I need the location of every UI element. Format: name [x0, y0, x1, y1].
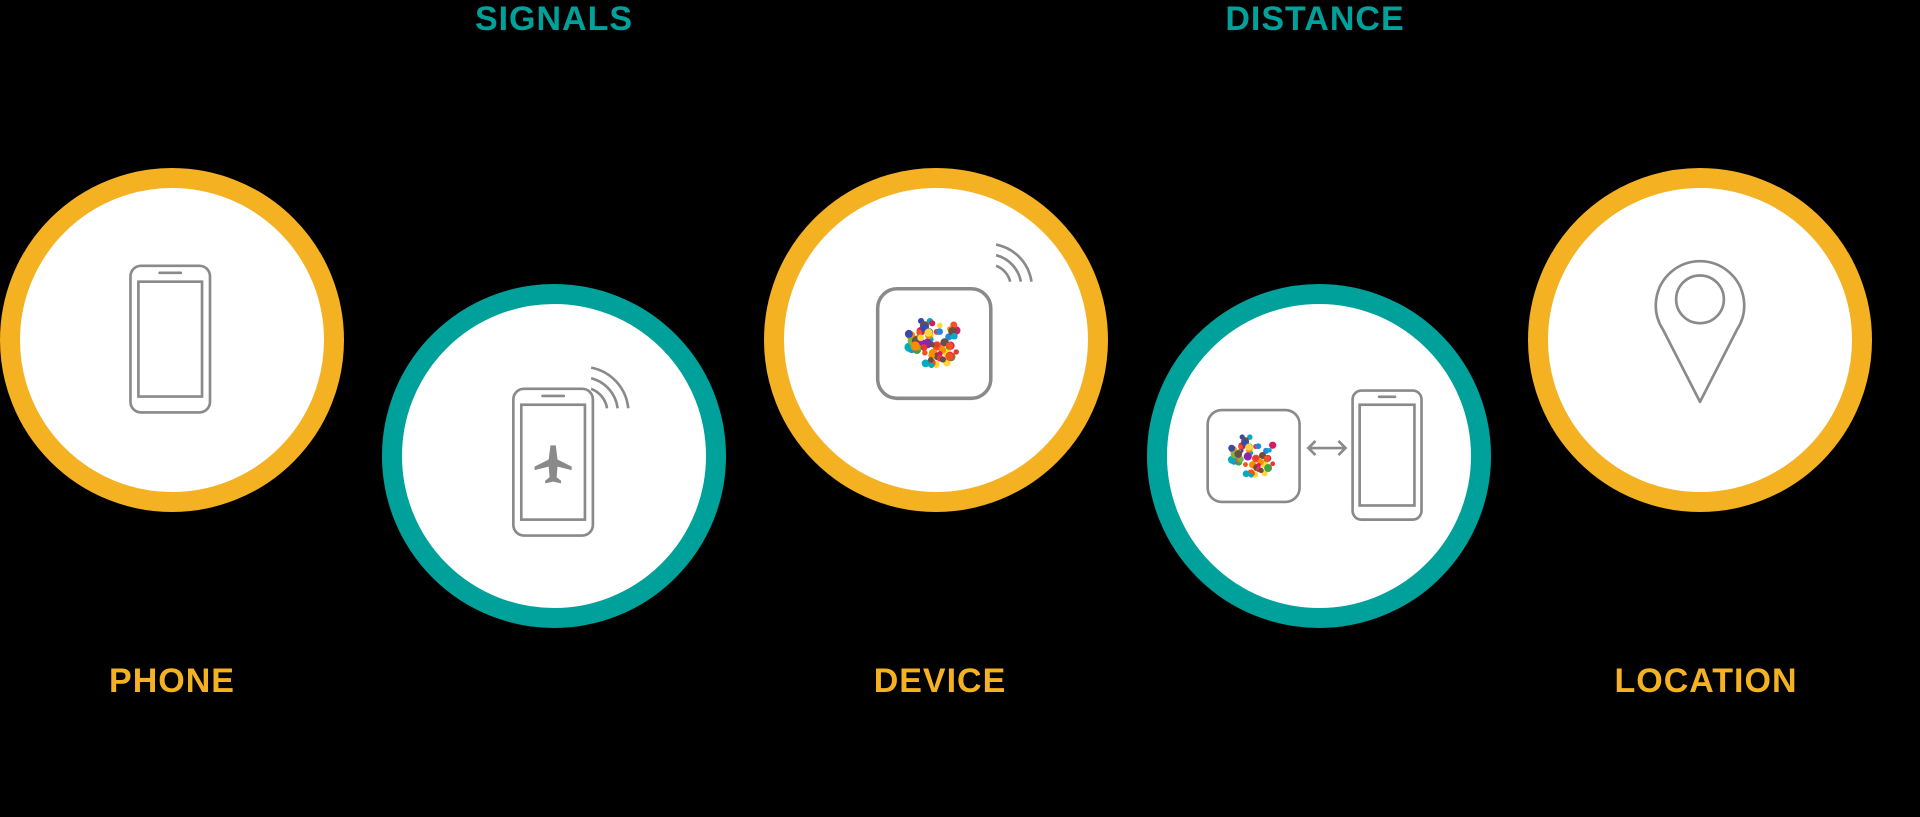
step-circle-phone — [0, 168, 344, 512]
step-label-device: DEVICE — [873, 662, 1007, 700]
logo-dot — [945, 342, 954, 350]
step-circle-device — [764, 168, 1108, 512]
logo-dot — [920, 344, 928, 352]
logo-dot — [1243, 462, 1248, 467]
logo-dot — [950, 332, 958, 340]
logo-dot — [1249, 473, 1254, 478]
logo-dot — [1264, 464, 1273, 472]
colorful-dots-logo — [904, 317, 961, 369]
step-label-phone: PHONE — [109, 662, 235, 700]
device-to-phone-distance-icon — [1206, 389, 1423, 521]
step-label-distance: DISTANCE — [1225, 0, 1405, 38]
logo-dot — [1256, 462, 1261, 468]
beacon-device-icon — [875, 243, 1033, 401]
step-circle-signals — [382, 284, 726, 628]
logo-dot — [927, 356, 934, 363]
logo-dot — [945, 352, 954, 361]
logo-dot — [936, 328, 943, 335]
logo-dot — [939, 356, 946, 363]
logo-dot — [936, 322, 943, 329]
logo-dot — [1267, 447, 1272, 453]
colorful-dots-logo — [1227, 434, 1277, 478]
logo-dot — [1253, 455, 1259, 461]
logo-dot — [1245, 443, 1253, 451]
logo-dot — [917, 334, 924, 342]
logo-dot — [1263, 455, 1270, 462]
logo-dot — [922, 350, 928, 356]
logo-dot — [1269, 441, 1277, 449]
location-pin-icon — [1654, 259, 1746, 404]
logo-dot — [928, 362, 935, 369]
step-circle-distance — [1147, 284, 1491, 628]
logo-dot — [1270, 461, 1276, 467]
logo-dot — [921, 359, 930, 368]
logo-dot — [924, 328, 933, 337]
step-circle-location — [1528, 168, 1872, 512]
logo-dot — [1247, 434, 1253, 440]
logo-dot — [950, 321, 958, 329]
logo-dot — [1228, 444, 1236, 452]
airplane-mode-phone-icon — [512, 366, 630, 537]
logo-dot — [1234, 450, 1243, 458]
step-label-signals: SIGNALS — [474, 0, 634, 38]
logo-dot — [910, 341, 920, 351]
logo-dot — [929, 320, 936, 327]
logo-dot — [933, 342, 940, 348]
logo-dot — [1242, 470, 1250, 478]
smartphone-icon — [129, 264, 212, 414]
logo-dot — [916, 329, 922, 336]
logo-dot — [1255, 443, 1262, 450]
logo-dot — [904, 329, 913, 338]
logo-dot — [937, 351, 943, 357]
logo-dot — [953, 349, 959, 355]
logo-dot — [1243, 452, 1252, 461]
logo-dot — [929, 341, 935, 348]
step-label-location: LOCATION — [1614, 662, 1798, 700]
logo-dot — [1238, 444, 1243, 450]
logo-dot — [1258, 467, 1264, 474]
